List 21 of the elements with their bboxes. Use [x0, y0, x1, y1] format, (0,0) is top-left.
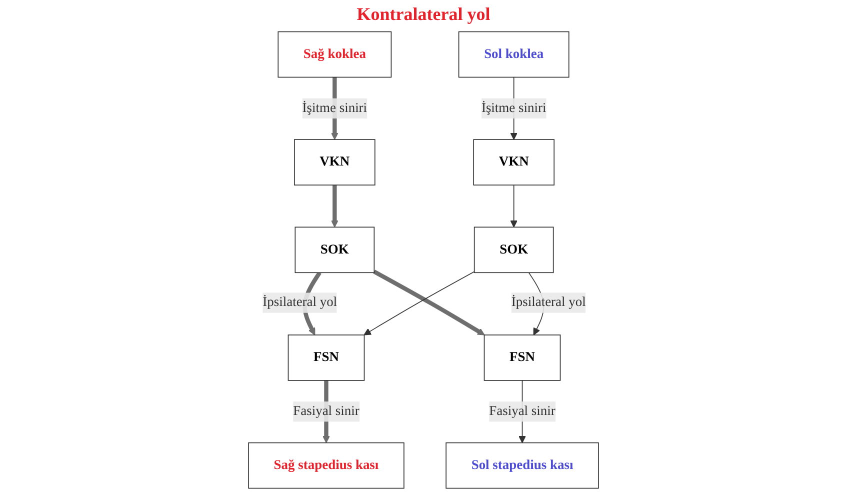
pathway-label: Kontralateral yol — [356, 4, 490, 25]
node-box: Sağ koklea — [278, 31, 392, 78]
node-box: VKN — [294, 139, 376, 186]
edge-label: İpsilateral yol — [262, 295, 338, 310]
node-box: VKN — [473, 139, 554, 186]
node-box: SOK — [474, 226, 554, 274]
arrow — [510, 184, 518, 228]
node-box: SOK — [294, 226, 375, 274]
node-box: FSN — [484, 334, 561, 381]
edge-label: İşitme siniri — [302, 100, 368, 116]
edge-label: İpsilateral yol — [511, 295, 586, 310]
arrow — [330, 185, 338, 228]
node-box: Sol koklea — [458, 31, 570, 78]
node-box: Sağ stapedius kası — [248, 442, 404, 489]
edge-label: İşitme siniri — [481, 100, 546, 116]
edge-label: Fasiyal sinir — [293, 404, 360, 418]
edge-label: Fasiyal sinir — [489, 404, 556, 418]
arrow — [373, 270, 485, 336]
node-box: Sol stapedius kası — [446, 442, 599, 489]
node-box: FSN — [288, 334, 365, 381]
arrow — [364, 271, 475, 336]
